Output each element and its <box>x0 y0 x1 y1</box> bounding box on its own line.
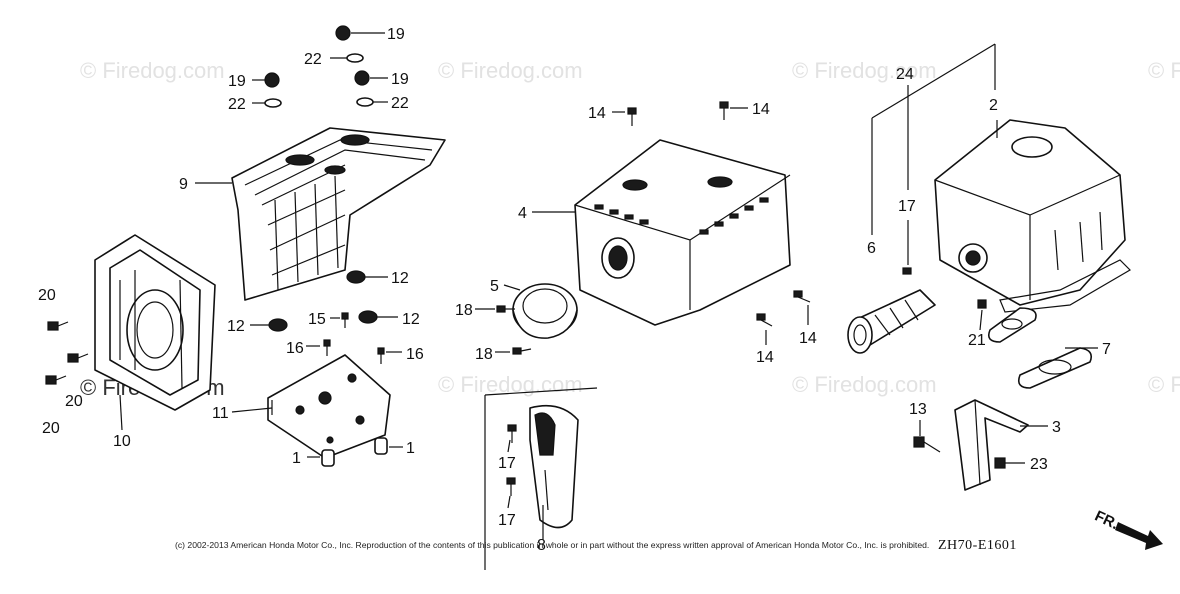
callout-1: 1 <box>292 450 301 467</box>
callout-24: 24 <box>896 66 914 83</box>
callout-9: 9 <box>179 176 188 193</box>
callout-18: 18 <box>455 302 473 319</box>
callout-8: 8 <box>537 537 546 554</box>
callout-23: 23 <box>1030 456 1048 473</box>
callout-12: 12 <box>227 318 245 335</box>
part-5-cap <box>512 283 578 339</box>
callout-18: 18 <box>475 346 493 363</box>
callout-22: 22 <box>391 95 409 112</box>
callout-17: 17 <box>498 512 516 529</box>
watermark-text: © Firedog.com <box>438 58 583 83</box>
callout-22: 22 <box>228 96 246 113</box>
callout-12: 12 <box>391 270 409 287</box>
diagram-code: ZH70-E1601 <box>938 538 1017 553</box>
callout-14: 14 <box>752 101 770 118</box>
part-3-bracket <box>954 399 1029 491</box>
callout-14: 14 <box>756 349 774 366</box>
part-11-plate <box>267 354 391 459</box>
copyright-notice: (c) 2002-2013 American Honda Motor Co., … <box>175 540 930 550</box>
callout-7: 7 <box>1102 341 1111 358</box>
watermark-text: © Firedog.com <box>1148 372 1180 397</box>
callout-17: 17 <box>498 455 516 472</box>
part-10-protector <box>94 234 216 411</box>
callout-20: 20 <box>65 393 83 410</box>
callout-13: 13 <box>909 401 927 418</box>
callout-16: 16 <box>406 346 424 363</box>
callout-1: 1 <box>406 440 415 457</box>
watermark-text: © Firedog.com <box>792 372 937 397</box>
callout-10: 10 <box>113 433 131 450</box>
callout-2: 2 <box>989 97 998 114</box>
callout-4: 4 <box>518 205 527 222</box>
callout-20: 20 <box>38 287 56 304</box>
callout-22: 22 <box>304 51 322 68</box>
part-9-shield <box>231 127 446 301</box>
hardware <box>45 25 1006 570</box>
callout-3: 3 <box>1052 419 1061 436</box>
callout-12: 12 <box>402 311 420 328</box>
leader-lines <box>119 32 1098 540</box>
callout-16: 16 <box>286 340 304 357</box>
callout-15: 15 <box>308 311 326 328</box>
callout-19: 19 <box>387 26 405 43</box>
callout-14: 14 <box>799 330 817 347</box>
part-2-muffler <box>934 119 1131 313</box>
front-arrow-icon <box>1115 522 1163 550</box>
callout-labels: 19 22 19 19 22 22 9 12 12 12 15 16 16 11… <box>38 26 1111 554</box>
callout-5: 5 <box>490 278 499 295</box>
callout-21: 21 <box>968 332 986 349</box>
part-4-muffler-cover <box>574 139 791 326</box>
part-7-gasket <box>987 307 1093 389</box>
watermark-text: © Firedog.com <box>80 58 225 83</box>
part-6-screen <box>847 289 936 354</box>
part-8-guard <box>529 404 579 529</box>
callout-19: 19 <box>228 73 246 90</box>
front-direction-indicator: FR. <box>1092 507 1163 550</box>
watermark-text: © Firedog.com <box>1148 58 1180 83</box>
callout-14: 14 <box>588 105 606 122</box>
callout-6: 6 <box>867 240 876 257</box>
watermark-text: © Firedog.com <box>792 58 937 83</box>
callout-11: 11 <box>212 405 229 422</box>
callout-20: 20 <box>42 420 60 437</box>
callout-17: 17 <box>898 198 916 215</box>
callout-19: 19 <box>391 71 409 88</box>
